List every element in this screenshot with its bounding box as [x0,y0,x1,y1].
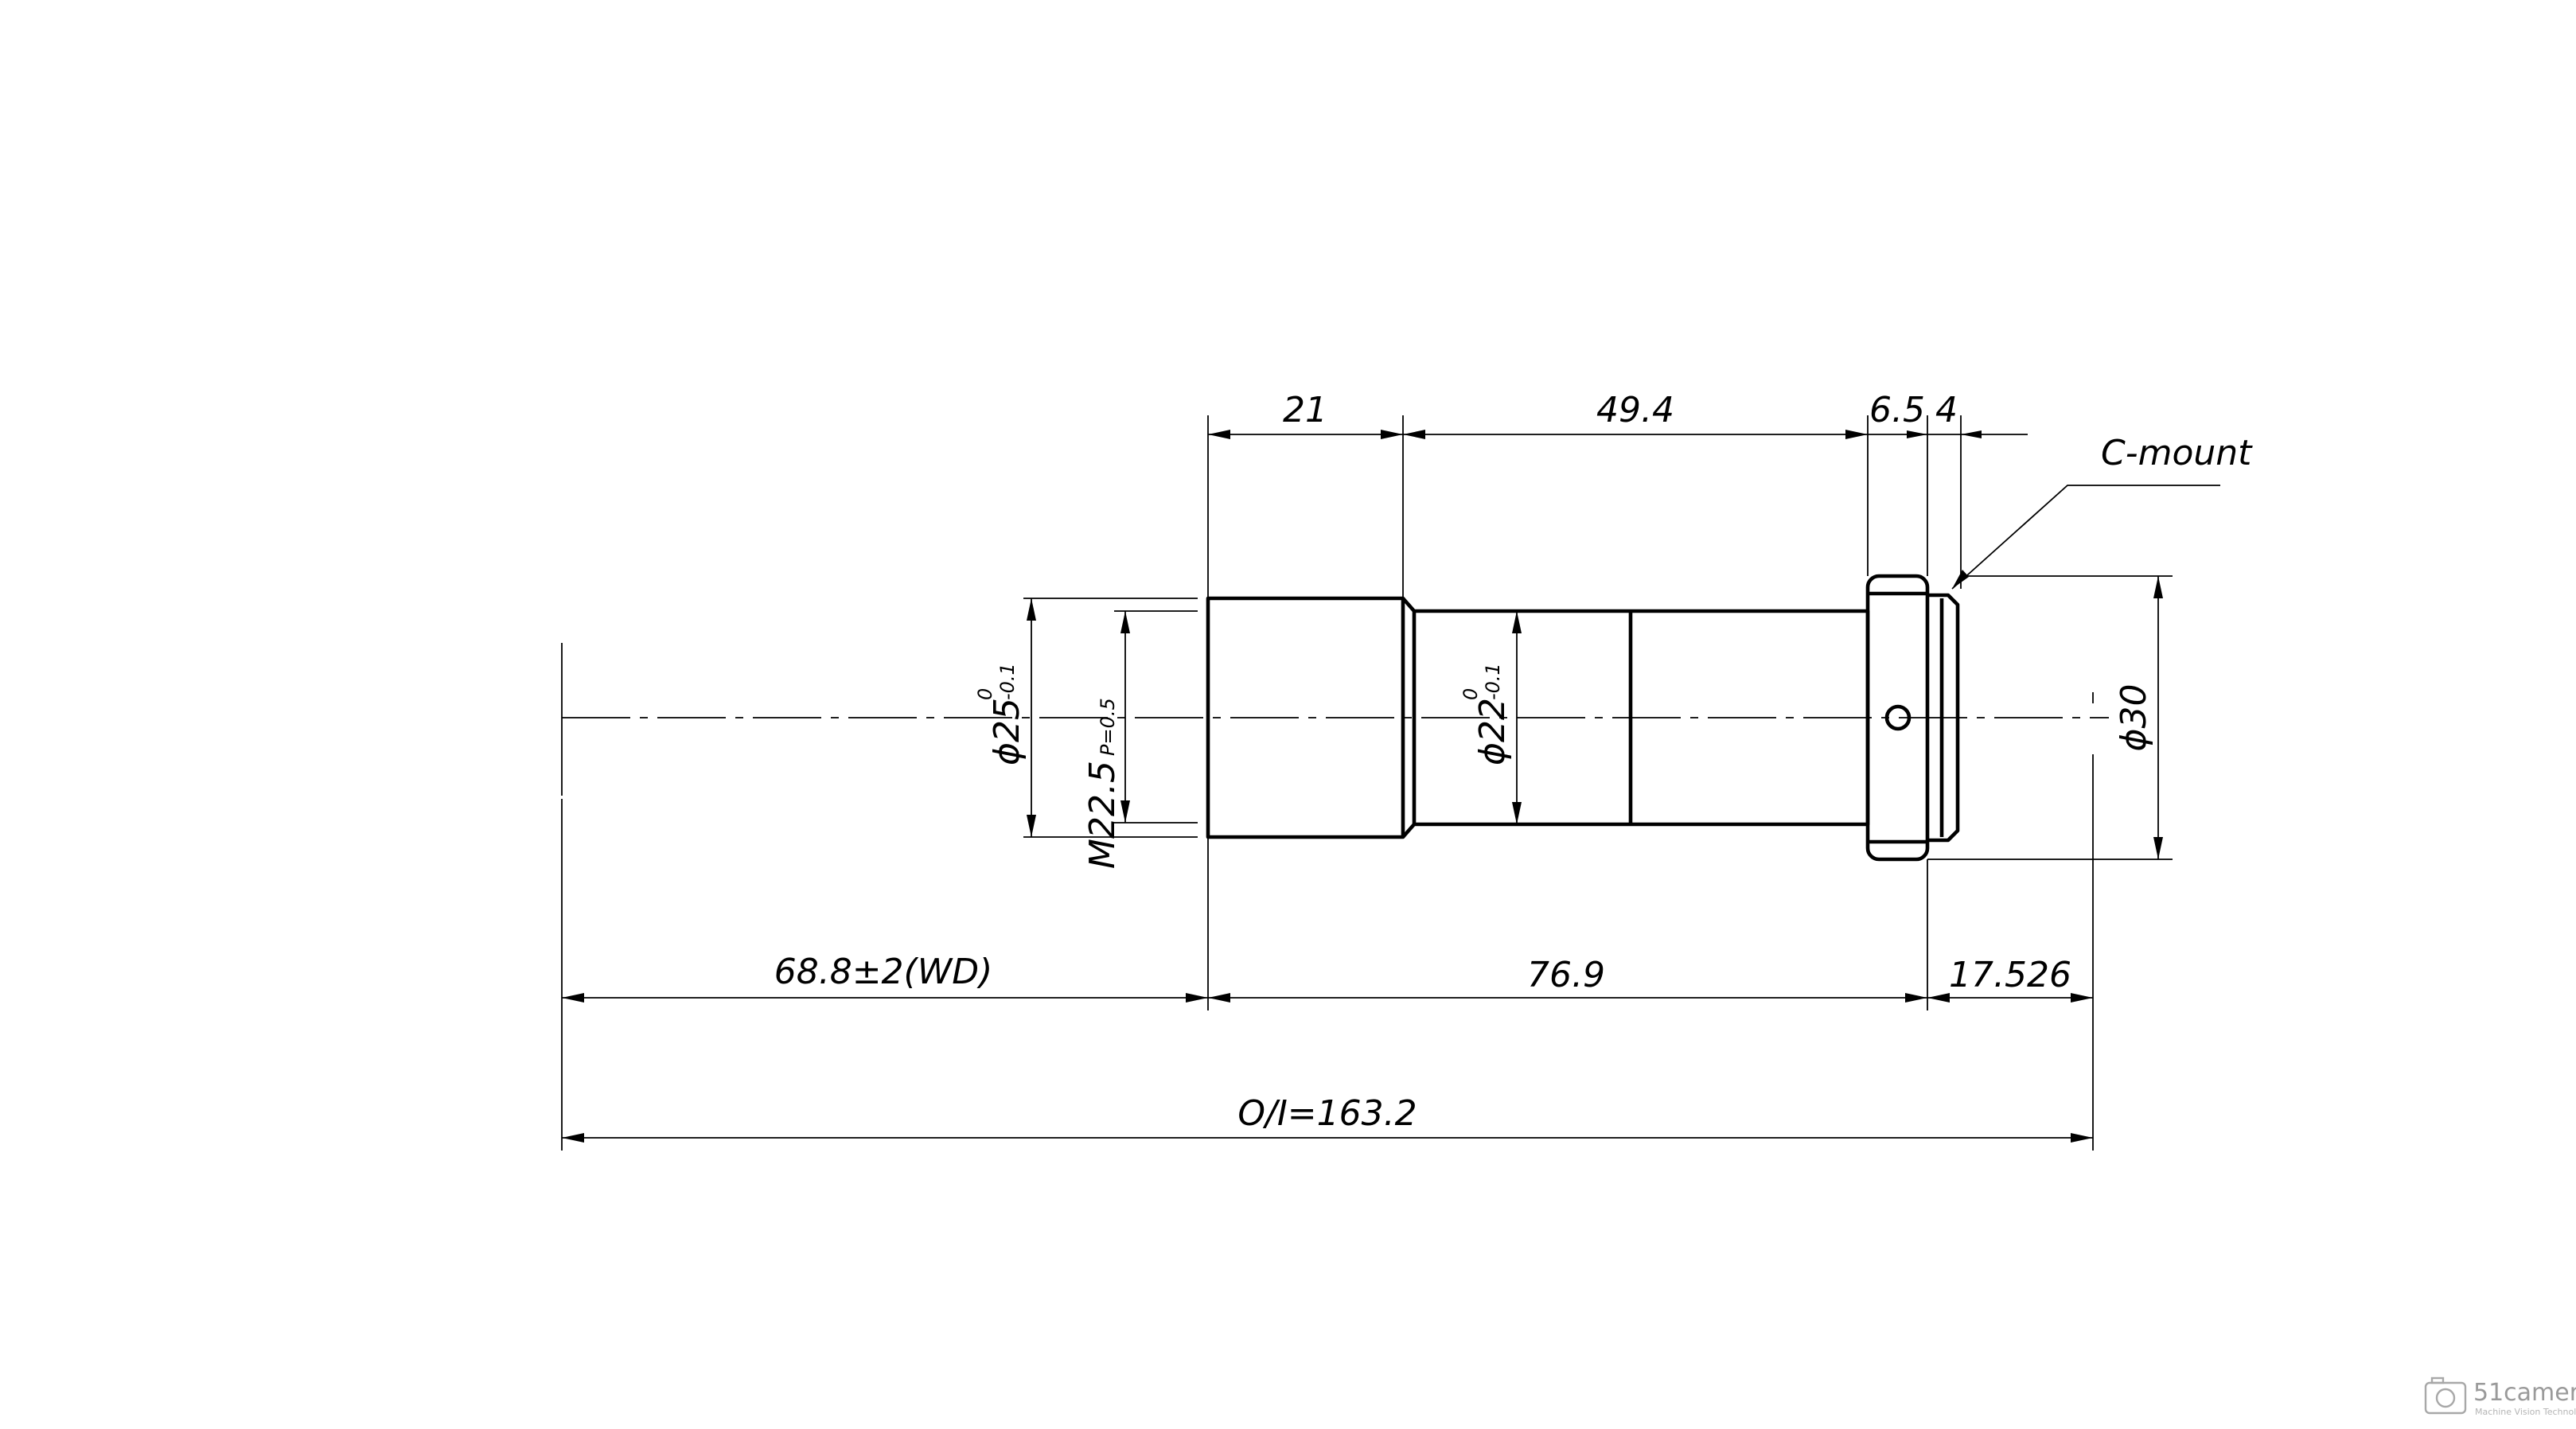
diameter-label-body: ϕ22 0 -0.1 [1459,663,1513,765]
d25-tol-lower: -0.1 [996,663,1019,700]
d22-base: ϕ22 [1472,698,1513,765]
flange [1865,574,1930,862]
lock-screw-hole [1884,704,1912,731]
c-mount-thread [1927,593,1960,843]
d22-tol-upper: 0 [1459,688,1482,700]
extension-lines [561,415,2173,1151]
c-mount-leader [1951,485,2220,590]
c-mount-label: C-mount [2101,433,2253,473]
thread-size: M22.5 [1082,761,1123,869]
watermark: 51camera Machine Vision Technology [2424,1376,2576,1417]
watermark-text: 51camera [2473,1379,2576,1407]
dim-flange-length: 6.5 [1869,390,1925,430]
diameter-label-front: ϕ25 0 -0.1 [974,663,1027,765]
dim-flange-back: 17.526 [1949,955,2071,995]
thread-label: M22.5 P=0.5 [1082,698,1123,869]
dimension-labels: 21 49.4 6.5 4 68.8±2(WD) 76.9 17.526 O/I… [774,390,2253,1134]
dim-lens-length: 76.9 [1527,955,1605,995]
dimension-lines [562,434,2220,1139]
d30-base: ϕ30 [2114,683,2154,751]
dim-working-distance: 68.8±2(WD) [774,952,993,992]
camera-logo-icon [2424,1376,2467,1415]
watermark-subtext: Machine Vision Technology [2475,1407,2576,1417]
dim-mount-length: 4 [1935,390,1958,430]
taper-top [1401,597,1416,613]
d25-tol-upper: 0 [974,688,996,700]
dim-object-to-image: O/I=163.2 [1237,1093,1417,1134]
d25-base: ϕ25 [987,698,1027,765]
dim-front-length: 21 [1283,390,1327,430]
arrowheads [562,430,2163,1143]
diameter-label-flange: ϕ30 [2114,683,2154,751]
d22-tol-lower: -0.1 [1482,663,1504,700]
lens-body-outline [1206,574,1960,862]
thread-pitch: P=0.5 [1097,698,1119,756]
front-barrel [1206,596,1405,839]
dim-body-length: 49.4 [1596,390,1674,430]
taper-bottom [1401,823,1416,839]
